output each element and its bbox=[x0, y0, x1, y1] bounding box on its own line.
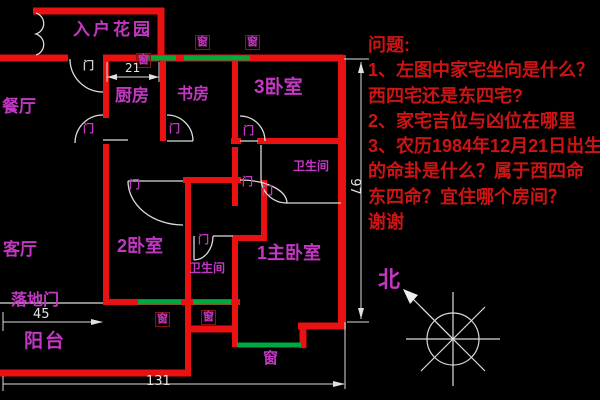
window-tag: 窗 bbox=[155, 312, 170, 327]
bathroom2-door-arc bbox=[193, 235, 214, 261]
question-title: 问题: bbox=[368, 35, 410, 55]
master-door-arc bbox=[239, 179, 288, 204]
door-tag: 门 bbox=[129, 179, 140, 191]
question-line: 2、家宅吉位与凶位在哪里 bbox=[368, 110, 577, 131]
garden-door-arc bbox=[69, 58, 104, 93]
door-tag: 门 bbox=[262, 185, 273, 197]
door-tag: 门 bbox=[242, 176, 253, 188]
window-tag: 窗 bbox=[136, 53, 151, 68]
room-label-balcony: 阳台 bbox=[24, 331, 67, 352]
door-tag: 门 bbox=[198, 234, 209, 246]
corridor-door-arc bbox=[74, 114, 104, 144]
window-tag: 窗 bbox=[195, 35, 210, 50]
question-thanks: 谢谢 bbox=[368, 212, 404, 233]
room-label-kitchen: 厨房 bbox=[115, 86, 149, 105]
north-arrow-head bbox=[403, 289, 418, 304]
door-tag: 门 bbox=[83, 60, 94, 72]
door-tag: 门 bbox=[243, 125, 254, 137]
room-label-living: 客厅 bbox=[3, 240, 37, 259]
room-label-study: 书房 bbox=[177, 86, 210, 103]
bedroom3-door-arc bbox=[239, 115, 266, 142]
question-line: 西四宅还是东四宅? bbox=[368, 85, 523, 106]
dim-balcony-width: 45 bbox=[33, 307, 50, 322]
question-line: 1、左图中家宅坐向是什么？ bbox=[368, 60, 595, 81]
room-label-bedroom2: 2卧室 bbox=[117, 236, 164, 256]
window-tag: 窗 bbox=[245, 35, 260, 50]
compass bbox=[406, 292, 500, 386]
question-line: 的命卦是什么？属于西四命 bbox=[368, 161, 584, 182]
bathroom1-door-arc bbox=[260, 177, 288, 204]
question-line: 3、农历1984年12月21日出生 bbox=[368, 136, 600, 157]
dim-house-depth: 97 bbox=[346, 178, 362, 195]
room-label-entry-garden: 入户花园 bbox=[73, 20, 153, 39]
door-tag: 门 bbox=[83, 123, 94, 135]
north-label: 北 bbox=[378, 267, 401, 292]
door-tag: 门 bbox=[169, 123, 180, 135]
room-label-bathroom2: 卫生间 bbox=[189, 261, 226, 275]
windows bbox=[138, 55, 301, 348]
double-door-arc bbox=[33, 12, 45, 56]
room-label-bedroom3: 3卧室 bbox=[254, 77, 303, 98]
room-label-floor-door: 落地门 bbox=[11, 292, 60, 309]
room-label-dining: 餐厅 bbox=[2, 97, 36, 116]
question-line: 东四命？宜住哪个房间？ bbox=[368, 186, 566, 207]
room-label-master-bedroom: 1主卧室 bbox=[257, 243, 322, 263]
walls bbox=[0, 7, 346, 377]
study-door-arc bbox=[166, 114, 194, 142]
question-text-block: 问题: 1、左图中家宅坐向是什么？ 西四宅还是东四宅? 2、家宅吉位与凶位在哪里… bbox=[368, 33, 600, 235]
door-linework bbox=[0, 12, 341, 304]
dim-house-width: 131 bbox=[146, 374, 171, 389]
room-label-bathroom1: 卫生间 bbox=[293, 159, 330, 173]
dim-kitchen-width: 21 bbox=[125, 61, 141, 75]
window-tag: 窗 bbox=[263, 350, 279, 367]
dimension-arrows bbox=[91, 62, 364, 387]
window-tag: 窗 bbox=[201, 310, 216, 325]
bedroom2-door-arc bbox=[127, 180, 184, 226]
